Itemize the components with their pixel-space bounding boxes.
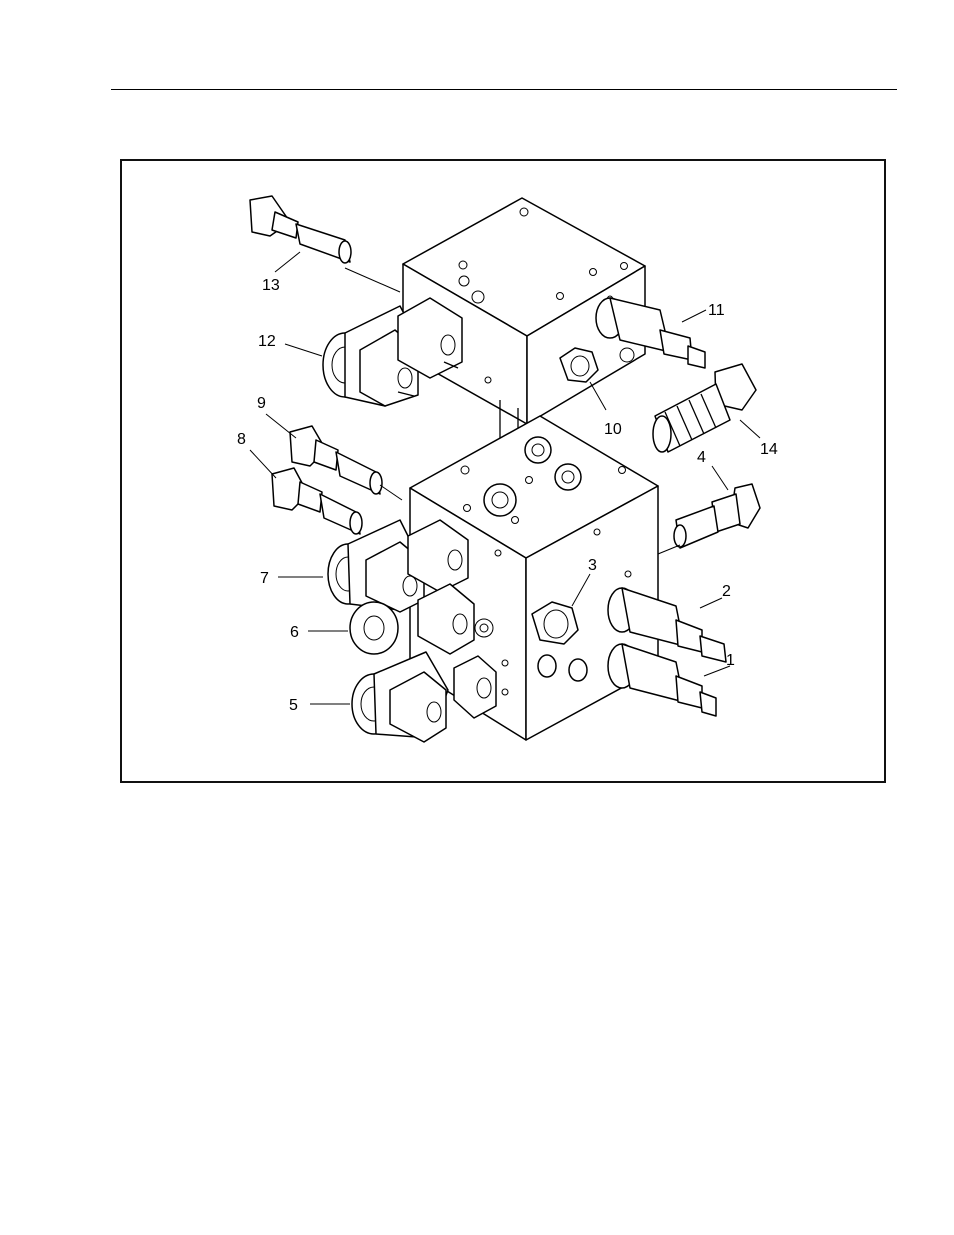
callout-14: 14 [760,441,778,458]
callout-11: 11 [708,302,725,319]
part-12-solenoid-coil [323,298,462,406]
callout-5: 5 [289,697,298,714]
callout-3: 3 [588,557,597,574]
callout-10: 10 [604,421,622,438]
callout-4: 4 [697,449,706,466]
part-4-cartridge [658,484,760,554]
part-1-cartridge [608,644,716,716]
part-14-strainer [653,364,756,452]
callout-8: 8 [237,431,246,448]
part-5-solenoid-coil [352,652,496,742]
callout-13: 13 [262,277,280,294]
callout-1: 1 [726,652,735,669]
callout-6: 6 [290,624,299,641]
callout-12: 12 [258,333,276,350]
callout-9: 9 [257,395,266,412]
callout-7: 7 [260,570,269,587]
callout-2: 2 [722,583,731,600]
